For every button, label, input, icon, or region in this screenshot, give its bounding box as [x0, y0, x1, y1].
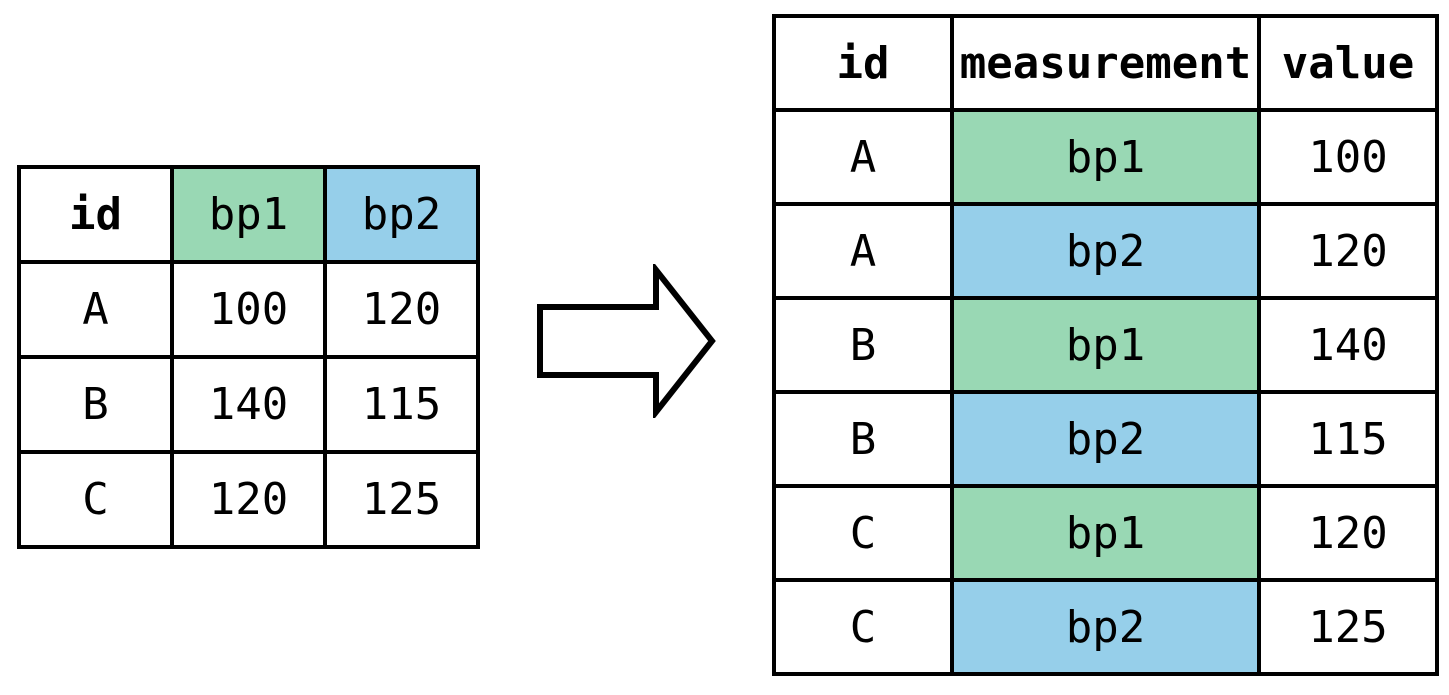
- wide-row-a: A 100 120: [17, 260, 480, 359]
- wide-header-id: id: [17, 165, 174, 264]
- long-cell-id: C: [772, 484, 954, 582]
- long-cell-id: A: [772, 108, 954, 206]
- long-header-measurement: measurement: [950, 14, 1261, 112]
- long-cell-value: 120: [1257, 484, 1439, 582]
- long-row: B bp1 140: [772, 296, 1439, 394]
- long-cell-value: 100: [1257, 108, 1439, 206]
- wide-header-bp2: bp2: [323, 165, 480, 264]
- long-row: C bp2 125: [772, 578, 1439, 676]
- long-cell-measurement: bp2: [950, 202, 1261, 300]
- long-row: C bp1 120: [772, 484, 1439, 582]
- long-cell-measurement: bp2: [950, 390, 1261, 488]
- wide-table: id bp1 bp2 A 100 120 B 140 115 C 120 125: [17, 165, 480, 549]
- wide-cell-bp1: 140: [170, 355, 327, 454]
- wide-cell-bp2: 115: [323, 355, 480, 454]
- wide-header-row: id bp1 bp2: [17, 165, 480, 264]
- long-header-row: id measurement value: [772, 14, 1439, 112]
- long-cell-value: 125: [1257, 578, 1439, 676]
- long-table: id measurement value A bp1 100 A bp2 120…: [772, 14, 1439, 676]
- wide-row-c: C 120 125: [17, 450, 480, 549]
- transform-arrow: [534, 261, 718, 421]
- long-cell-measurement: bp2: [950, 578, 1261, 676]
- wide-cell-bp2: 120: [323, 260, 480, 359]
- wide-cell-bp2: 125: [323, 450, 480, 549]
- long-cell-id: B: [772, 296, 954, 394]
- long-cell-id: C: [772, 578, 954, 676]
- wide-cell-bp1: 100: [170, 260, 327, 359]
- wide-header-bp1: bp1: [170, 165, 327, 264]
- long-cell-value: 140: [1257, 296, 1439, 394]
- wide-cell-bp1: 120: [170, 450, 327, 549]
- wide-cell-id: A: [17, 260, 174, 359]
- long-cell-measurement: bp1: [950, 484, 1261, 582]
- long-header-id: id: [772, 14, 954, 112]
- wide-row-b: B 140 115: [17, 355, 480, 454]
- long-cell-value: 120: [1257, 202, 1439, 300]
- long-row: A bp1 100: [772, 108, 1439, 206]
- long-cell-measurement: bp1: [950, 296, 1261, 394]
- wide-cell-id: C: [17, 450, 174, 549]
- long-header-value: value: [1257, 14, 1439, 112]
- right-arrow-icon: [537, 261, 716, 421]
- wide-cell-id: B: [17, 355, 174, 454]
- long-row: A bp2 120: [772, 202, 1439, 300]
- long-cell-id: B: [772, 390, 954, 488]
- long-row: B bp2 115: [772, 390, 1439, 488]
- long-cell-value: 115: [1257, 390, 1439, 488]
- long-cell-measurement: bp1: [950, 108, 1261, 206]
- long-cell-id: A: [772, 202, 954, 300]
